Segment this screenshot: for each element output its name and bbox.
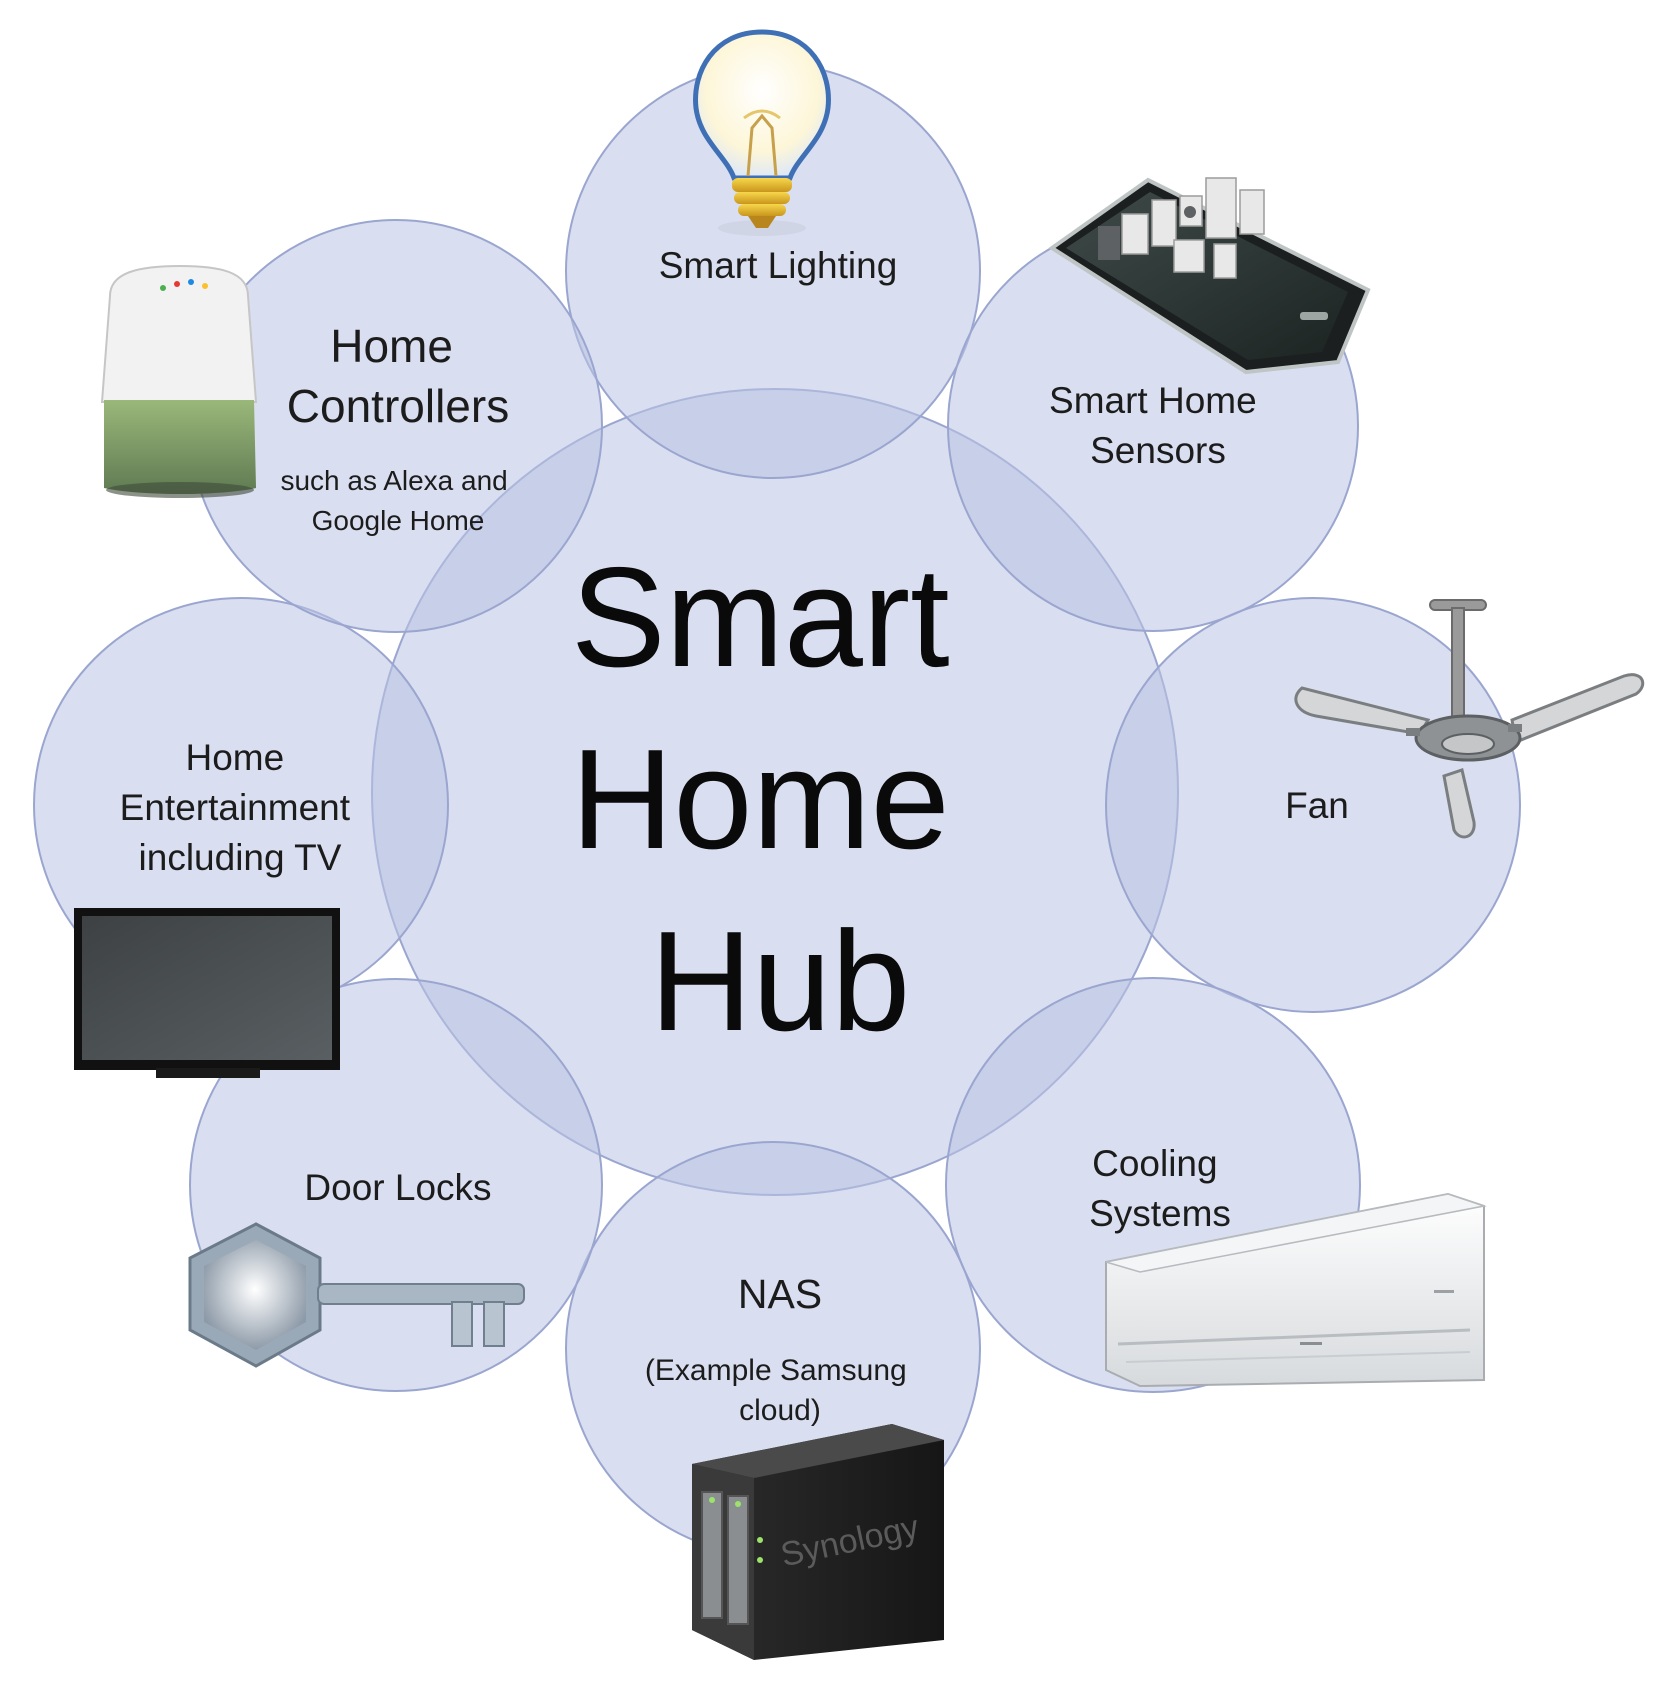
home-entertainment-label-line-1: Home [186,737,285,778]
home-entertainment-label-line-2: Entertainment [120,787,351,828]
smart-home-sensors-label-line-1: Smart Home [1049,380,1257,421]
cooling-systems-label-line-2: Systems [1089,1193,1231,1234]
nas-label-line-1: NAS [738,1271,822,1317]
nas-sublabel: (Example Samsung cloud) [645,1354,915,1427]
light-bulb-icon [693,29,831,236]
fan-label: Fan [1285,785,1349,826]
nas-label: NAS [738,1271,822,1317]
home-entertainment-label: Home Entertainment including TV [120,737,361,878]
smart-home-sensors-label: Smart Home Sensors [1049,380,1267,471]
smart-speaker-icon [100,264,258,498]
door-locks-label: Door Locks [304,1167,491,1208]
smart-home-sensors-label-line-2: Sensors [1090,430,1226,471]
node-circle-fan [1105,597,1521,1013]
home-controllers-label-line-2: Controllers [287,380,509,432]
cooling-systems-label-line-1: Cooling [1092,1143,1217,1184]
hub-title-line-1: Smart [571,538,950,697]
home-controllers-sublabel-line-1: such as Alexa and [280,465,507,496]
nas-sublabel-line-2: cloud) [739,1394,821,1427]
home-entertainment-label-line-3: including TV [139,837,342,878]
home-controllers-sublabel-line-2: Google Home [312,505,485,536]
home-controllers-label-line-1: Home [330,320,453,372]
home-controllers-sublabel: such as Alexa and Google Home [280,465,515,536]
nas-sublabel-line-1: (Example Samsung [645,1354,907,1387]
nas-device-icon: Synology [692,1424,944,1660]
cooling-systems-label: Cooling Systems [1089,1143,1231,1234]
smart-lighting-label: Smart Lighting [659,245,898,286]
key-icon [188,1222,525,1368]
smartphone-devices-icon [1048,177,1371,375]
home-controllers-label: Home Controllers [287,320,509,432]
door-locks-label-line-1: Door Locks [304,1167,491,1208]
smart-lighting-label-line-1: Smart Lighting [659,245,898,286]
tv-icon [74,908,340,1078]
ceiling-fan-icon [1294,599,1645,839]
fan-label-line-1: Fan [1285,785,1349,826]
air-conditioner-icon [1105,1192,1487,1388]
hub-title-line-2: Home [571,720,950,879]
hub-title: Smart Home Hub [571,538,989,1061]
hub-title-line-3: Hub [650,902,911,1061]
